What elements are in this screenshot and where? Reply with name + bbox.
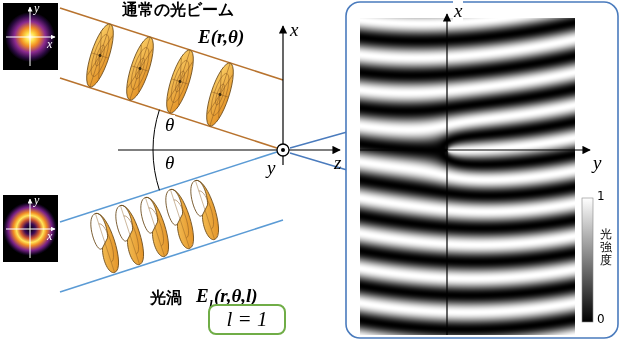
- axis-label: x: [290, 20, 298, 41]
- axis-label: y: [592, 153, 602, 174]
- vortex-title: 光渦: [150, 289, 182, 307]
- field-formula: E: [196, 286, 209, 307]
- angle-label: θ: [164, 115, 175, 136]
- scale-value: 0: [597, 313, 605, 326]
- axis-label: y: [34, 2, 39, 15]
- angle-label: θ: [164, 153, 175, 174]
- order-text: l = 1: [226, 307, 267, 331]
- field-formula: E(r,θ): [198, 27, 244, 48]
- axis-label: y: [266, 158, 276, 179]
- axis-label: z: [334, 153, 341, 174]
- fork-interference-pattern: [360, 18, 575, 335]
- axis-label: x: [47, 38, 52, 51]
- colorbar-title: 光強度: [600, 228, 612, 268]
- axis-label: x: [47, 230, 52, 243]
- axis-label: y: [34, 194, 39, 207]
- axis-label: x: [453, 1, 463, 22]
- order-box: l = 1: [208, 304, 285, 335]
- scale-value: 1: [597, 190, 605, 203]
- beam-title: 通常の光ビーム: [122, 1, 234, 19]
